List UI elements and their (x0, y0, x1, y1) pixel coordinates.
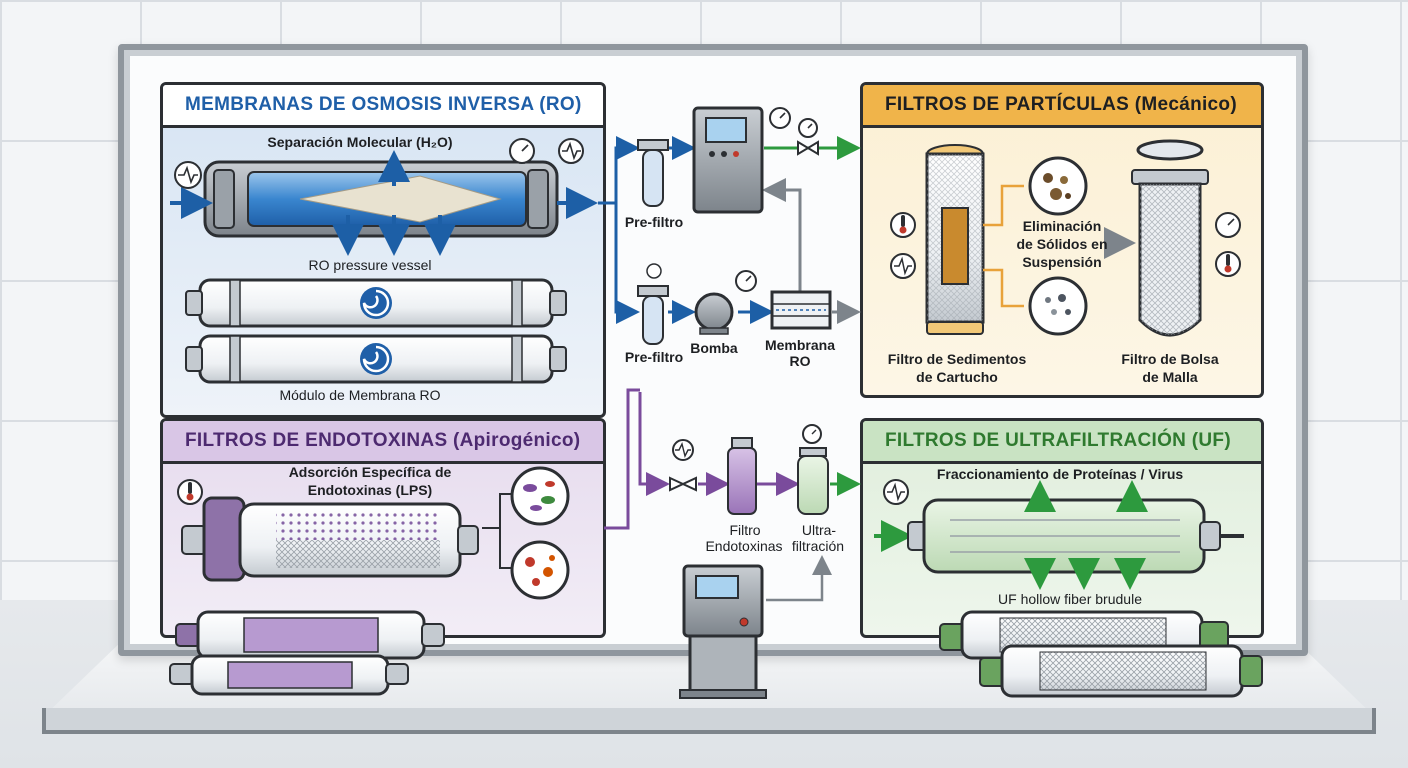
particles-icon (983, 268, 1088, 336)
mesh-bag-filter (1131, 139, 1209, 337)
pressure-gauge-icon (769, 107, 791, 129)
panel-uf-title: FILTROS DE ULTRAFILTRACIÓN (UF) (863, 421, 1261, 464)
ro-caption-vessel: RO pressure vessel (308, 257, 432, 273)
particles-caption-right-2: de Malla (1142, 369, 1198, 385)
pulse-icon (672, 439, 694, 461)
flow-label-endotoxinas-2: Endotoxinas (705, 538, 783, 554)
pulse-icon (883, 479, 909, 505)
pump-icon (694, 292, 734, 335)
particles-caption-center-3: Suspensión (1022, 254, 1102, 270)
ro-caption-module: Módulo de Membrana RO (279, 387, 441, 403)
panel-particles-title: FILTROS DE PARTÍCULAS (Mecánico) (863, 85, 1261, 128)
particles-icon (983, 156, 1088, 227)
pressure-gauge-icon (1215, 212, 1241, 238)
flow-lines (598, 136, 861, 602)
particles-caption-right-1: Filtro de Bolsa (1121, 351, 1219, 367)
control-unit-top (692, 106, 764, 214)
control-unit-bottom (679, 564, 767, 699)
ultrafiltration-housing (797, 447, 829, 515)
uf-caption-top: Fraccionamiento de Proteínas / Virus (936, 466, 1184, 482)
ro-membrane-block (770, 290, 832, 330)
endotoxin-caption-1: Adsorción Específica de (288, 464, 452, 480)
particles-caption-left-2: de Cartucho (916, 369, 998, 385)
flow-label-membrana-2: RO (789, 353, 811, 369)
pulse-icon (558, 138, 584, 164)
flow-label-bomba: Bomba (690, 340, 738, 356)
panel-endotoxin-title: FILTROS DE ENDOTOXINAS (Apirogénico) (163, 421, 603, 464)
uf-hollow-fiber-module (874, 480, 1244, 590)
flow-label-prefiltro-1: Pre-filtro (624, 214, 684, 230)
pulse-icon (890, 253, 916, 279)
bacteria-icon (499, 528, 570, 600)
flow-label-endotoxinas-1: Filtro (729, 522, 761, 538)
display-ledge-front (42, 708, 1376, 734)
flow-label-membrana-1: Membrana (764, 337, 836, 353)
particles-caption-center-1: Eliminación (1022, 218, 1102, 234)
flow-label-ultra-2: filtración (791, 538, 845, 554)
pressure-gauge-icon (735, 270, 757, 292)
valve-icon (669, 476, 697, 492)
shelf-endotoxin-module-2 (169, 654, 409, 696)
swirl-logo-icon (360, 343, 392, 375)
shelf-endotoxin-module-1 (175, 610, 445, 660)
swirl-logo-icon (360, 287, 392, 319)
bacteria-icon (482, 466, 570, 529)
flow-label-ultra-1: Ultra- (801, 522, 837, 538)
thermometer-icon (890, 212, 916, 238)
panel-ro-title: MEMBRANAS DE OSMOSIS INVERSA (RO) (163, 85, 603, 128)
thermometer-icon (177, 479, 203, 505)
prefilter-housing-2 (637, 263, 669, 345)
pressure-gauge-icon (802, 424, 822, 444)
valve-icon (797, 140, 819, 156)
particles-caption-left-1: Filtro de Sedimentos (887, 351, 1027, 367)
pressure-gauge-icon (509, 138, 535, 164)
ro-caption-top: Separación Molecular (H₂O) (267, 134, 453, 150)
thermometer-icon (1215, 251, 1241, 277)
endotoxin-filter-cartridge (181, 496, 479, 582)
prefilter-housing-1 (637, 139, 669, 207)
pressure-gauge-icon (798, 118, 818, 138)
ro-pressure-vessel (170, 150, 598, 256)
pulse-icon (174, 161, 202, 189)
shelf-uf-module-2 (979, 644, 1263, 698)
particles-caption-center-2: de Sólidos en (1016, 236, 1108, 252)
endotoxin-filter-housing (727, 437, 757, 515)
flow-label-prefiltro-2: Pre-filtro (624, 349, 684, 365)
endotoxin-caption-2: Endotoxinas (LPS) (307, 482, 433, 498)
uf-caption-bottom: UF hollow fiber brudule (998, 591, 1142, 607)
sediment-cartridge-filter (925, 144, 985, 335)
